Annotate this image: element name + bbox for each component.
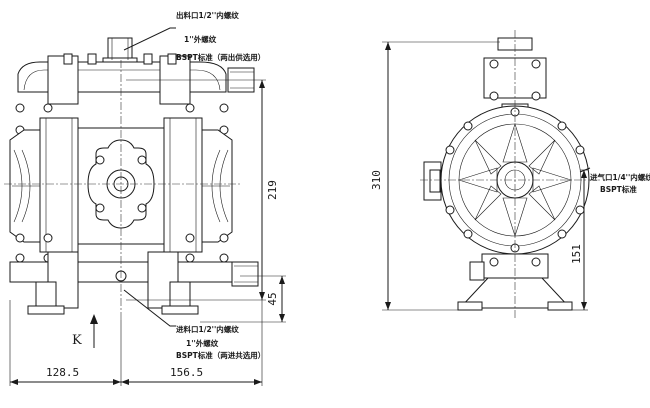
dim-45-text: 45 — [266, 292, 279, 305]
dim-310-text: 310 — [370, 170, 383, 190]
outlet-note-line1: 出料口1/2''内螺纹 — [176, 10, 239, 20]
outlet-leader — [123, 27, 176, 51]
inlet-note-line3: BSPT标准（两进共选用） — [176, 350, 265, 360]
bottom-manifold — [9, 251, 259, 315]
air-note-line1: 进气口1/4''内螺纹 — [590, 172, 650, 182]
right-chamber — [163, 117, 233, 253]
dim-219-text: 219 — [266, 180, 279, 200]
outlet-note-line2: 1''外螺纹 — [184, 34, 217, 44]
dim-151: 151 — [570, 169, 588, 311]
air-leader — [579, 167, 591, 173]
inlet-leader — [123, 289, 176, 327]
outlet-note-line3: BSPT标准（两出供选用） — [176, 52, 265, 62]
front-view: 出料口1/2''内螺纹 1''外螺纹 BSPT标准（两出供选用） 进料口1/2'… — [4, 10, 286, 386]
air-note-line2: BSPT标准 — [600, 184, 637, 194]
inlet-note-line1: 进料口1/2''内螺纹 — [176, 324, 239, 334]
view-label: K — [72, 333, 82, 348]
dim-45: 45 — [200, 275, 286, 323]
dim-151-text: 151 — [570, 244, 583, 264]
side-view: 310 151 进气口1/4''内螺纹 BSPT标准 — [370, 30, 650, 320]
left-chamber — [9, 117, 79, 253]
dim-width: 128.5 156.5 — [9, 300, 263, 386]
view-arrow-head — [90, 314, 98, 324]
dim-310: 310 — [370, 41, 500, 311]
dim-156-5-text: 156.5 — [170, 366, 203, 379]
dim-128-5-text: 128.5 — [46, 366, 79, 379]
dim-219: 219 — [126, 79, 279, 301]
inlet-note-line2: 1''外螺纹 — [186, 338, 219, 348]
